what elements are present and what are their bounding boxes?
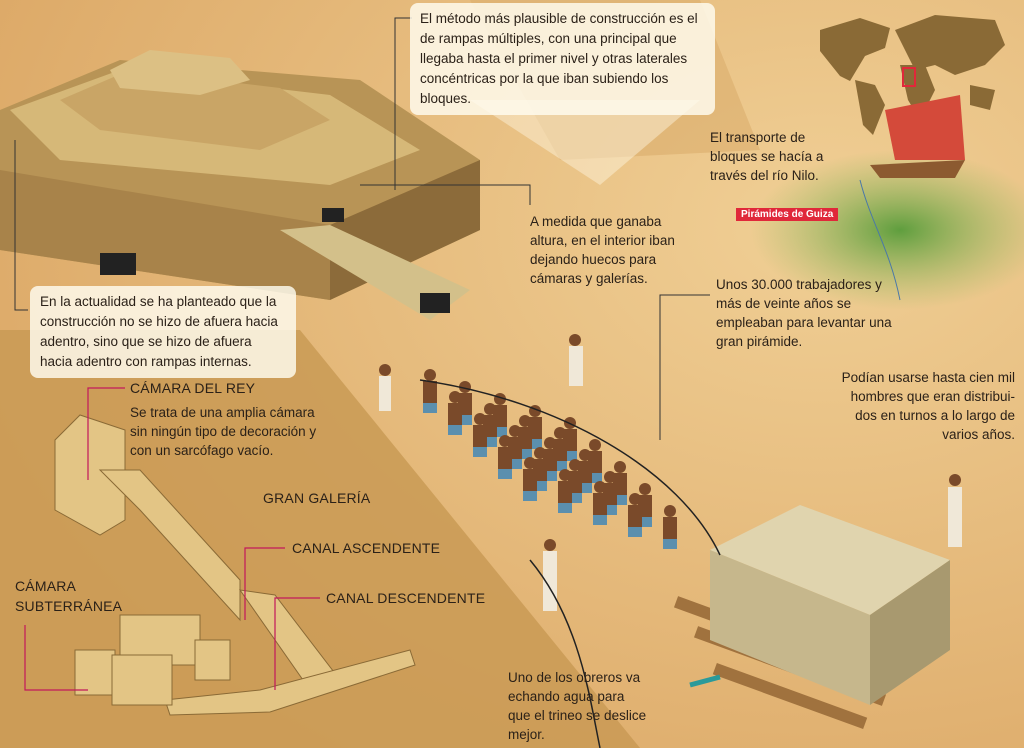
- label-descending-channel: CANAL DESCENDENTE: [326, 590, 486, 606]
- callout-hundred-thousand: Podían usarse hasta cien mil hombres que…: [841, 370, 1015, 442]
- callout-transport: El transporte de bloques se hacía a trav…: [710, 130, 824, 183]
- callout-method: El método más plausible de construcción …: [410, 3, 715, 115]
- worker-figure: [523, 457, 537, 501]
- callout-workers: Unos 30.000 trabajadores y más de veinte…: [716, 277, 892, 349]
- callout-water: Uno de los obreros va echando agua para …: [508, 670, 647, 742]
- worker-figure: [423, 369, 437, 413]
- label-ascending-channel: CANAL ASCENDENTE: [292, 540, 441, 556]
- stepped-pyramid: [0, 50, 480, 320]
- label-grand-gallery: GRAN GALERÍA: [263, 490, 371, 506]
- giza-location-tag: Pirámides de Guiza: [736, 208, 839, 221]
- label-kings-chamber: CÁMARA DEL REY: [130, 380, 256, 396]
- label-subterranean-chamber-1: CÁMARA: [15, 578, 77, 594]
- boat: [870, 95, 965, 178]
- worker-figure: [663, 505, 677, 549]
- worker-figure: [448, 391, 462, 435]
- label-subterranean-chamber-2: SUBTERRÁNEA: [15, 598, 123, 614]
- worker-figure: [628, 493, 642, 537]
- workers: [379, 334, 962, 611]
- callout-current-theory: En la actualidad se ha planteado que la …: [30, 286, 296, 378]
- worker-figure: [498, 435, 512, 479]
- pyramid-interior: [54, 414, 416, 716]
- worker-figure: [558, 469, 572, 513]
- stone-block-on-sled: [673, 505, 950, 729]
- worker-figure: [593, 481, 607, 525]
- world-map: [820, 15, 1005, 135]
- leader-lines: [14, 17, 710, 440]
- worker-figure: [473, 413, 487, 457]
- callout-hollows: A medida que ganaba altura, en el interi…: [530, 214, 675, 286]
- kings-chamber-description: Se trata de una amplia cámara sin ningún…: [130, 405, 317, 458]
- pink-leader-lines: [24, 387, 320, 691]
